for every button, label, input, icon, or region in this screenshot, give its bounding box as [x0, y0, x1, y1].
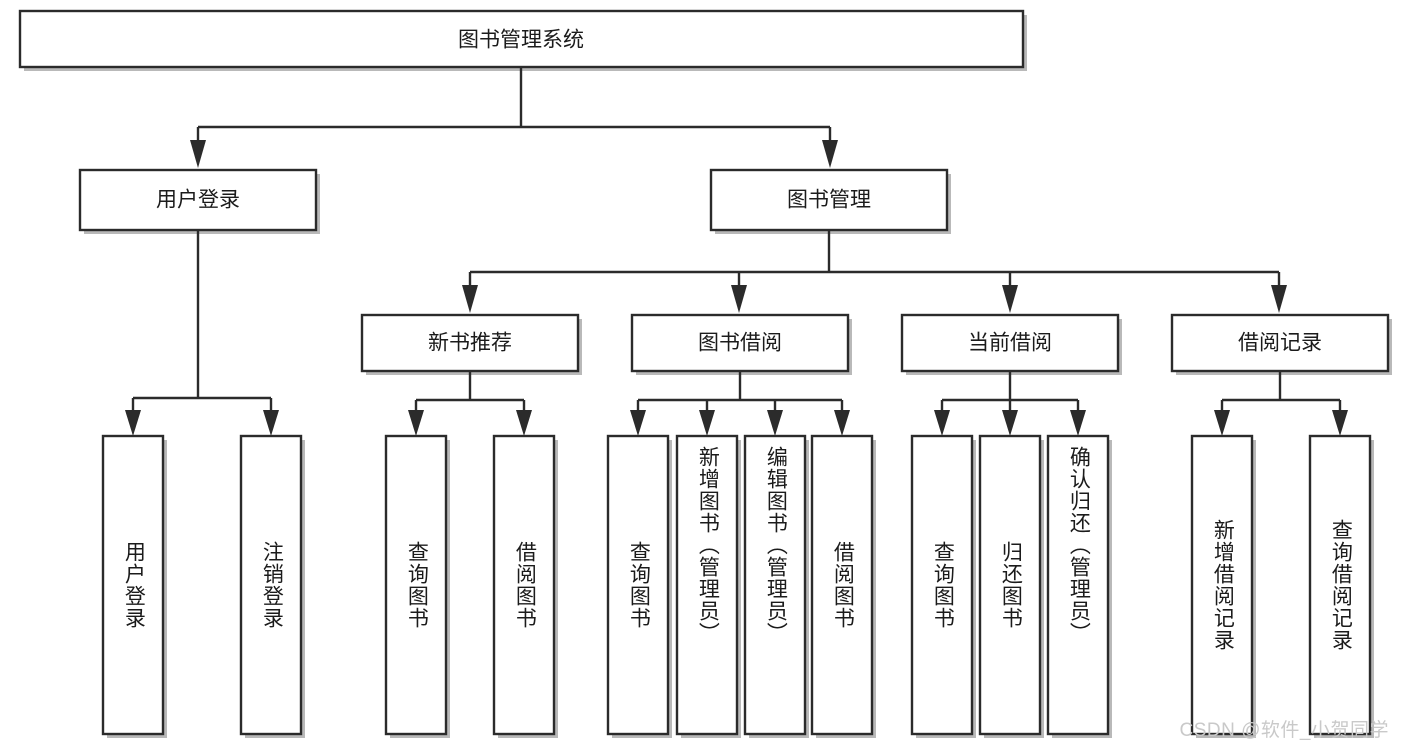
leaf-label-nb-borrow-book: 借阅图书 [513, 541, 537, 629]
leaf-node-br-add-record[interactable] [1190, 434, 1256, 738]
leaf-label-cb-query-book: 查询图书 [931, 541, 955, 629]
connector-book-borrow-to-leaves [630, 371, 850, 436]
connector-borrow-record-to-leaves [1214, 371, 1348, 436]
leaf-label-br-add-record: 新增借阅记录 [1211, 519, 1235, 651]
arrow-br-leaf-2 [1332, 410, 1348, 436]
arrow-to-new-book [462, 285, 478, 313]
current-borrow-label: 当前借阅 [968, 332, 1052, 355]
leaf-label-cb-return-book: 归还图书 [999, 541, 1023, 629]
leaf-node-bb-borrow-book[interactable] [810, 434, 876, 738]
connector-current-borrow-to-leaves [934, 371, 1086, 436]
leaf-node-bb-add-book[interactable] [675, 434, 741, 738]
connector-book-manage-to-level3 [462, 230, 1287, 313]
book-borrow-rect [630, 313, 850, 373]
current-borrow-rect [900, 313, 1120, 373]
node-user-login[interactable]: 用户登录 [78, 168, 320, 234]
book-manage-rect [709, 168, 949, 232]
arrow-nb-leaf-1 [408, 410, 424, 436]
node-root[interactable]: 图书管理系统 [18, 9, 1027, 71]
leaf-node-nb-query-book[interactable] [384, 434, 450, 738]
book-borrow-label: 图书借阅 [698, 332, 782, 355]
root-label: 图书管理系统 [458, 29, 584, 52]
leaf-node-br-query-record[interactable] [1308, 434, 1374, 738]
arrow-to-leaf-user-login [125, 410, 141, 436]
connector-user-login-to-leaves [125, 230, 279, 436]
leaf-label-bb-edit-book: 编辑图书（管理员） [764, 446, 788, 644]
node-new-book-recommend[interactable]: 新书推荐 [360, 313, 582, 375]
leaf-node-nb-borrow-book[interactable] [492, 434, 558, 738]
leaf-label-cb-confirm-return: 确认归还（管理员） [1067, 446, 1091, 644]
arrow-bb-leaf-2 [699, 410, 715, 436]
arrow-cb-leaf-3 [1070, 410, 1086, 436]
leaf-node-bb-query-book[interactable] [606, 434, 672, 738]
arrow-to-borrow-record [1271, 285, 1287, 313]
arrow-nb-leaf-2 [516, 410, 532, 436]
leaf-label-bb-add-book: 新增图书（管理员） [696, 446, 720, 644]
node-borrow-record[interactable]: 借阅记录 [1170, 313, 1392, 375]
arrow-bb-leaf-1 [630, 410, 646, 436]
leaf-node-user-login-action[interactable] [101, 434, 167, 738]
leaf-label-bb-query-book: 查询图书 [627, 541, 651, 629]
arrow-cb-leaf-1 [934, 410, 950, 436]
arrow-bb-leaf-3 [767, 410, 783, 436]
new-book-label: 新书推荐 [428, 332, 512, 355]
arrow-cb-leaf-2 [1002, 410, 1018, 436]
arrow-to-user-login [190, 140, 206, 168]
node-book-manage[interactable]: 图书管理 [709, 168, 951, 234]
user-login-rect [78, 168, 318, 232]
arrow-to-book-borrow [731, 285, 747, 313]
leaf-label-logout: 注销登录 [260, 541, 284, 629]
leaf-node-cb-return-book[interactable] [978, 434, 1044, 738]
user-login-label: 用户登录 [156, 189, 240, 212]
leaf-node-cb-confirm-return[interactable] [1046, 434, 1112, 738]
node-current-borrow[interactable]: 当前借阅 [900, 313, 1122, 375]
arrow-to-book-manage [822, 140, 838, 168]
leaf-label-nb-query-book: 查询图书 [405, 541, 429, 629]
leaf-label-br-query-record: 查询借阅记录 [1329, 519, 1353, 651]
arrow-to-current-borrow [1002, 285, 1018, 313]
leaf-node-cb-query-book[interactable] [910, 434, 976, 738]
leaf-label-user-login-action: 用户登录 [122, 541, 146, 629]
node-book-borrow[interactable]: 图书借阅 [630, 313, 852, 375]
root-rect [18, 9, 1025, 69]
leaf-label-bb-borrow-book: 借阅图书 [831, 541, 855, 629]
connector-root-to-level2 [190, 67, 838, 168]
borrow-record-rect [1170, 313, 1390, 373]
arrow-to-leaf-logout [263, 410, 279, 436]
connector-new-book-to-leaves [408, 371, 532, 436]
arrow-br-leaf-1 [1214, 410, 1230, 436]
borrow-record-label: 借阅记录 [1238, 332, 1322, 355]
leaf-node-bb-edit-book[interactable] [743, 434, 809, 738]
leaf-node-logout[interactable] [239, 434, 305, 738]
book-manage-label: 图书管理 [787, 189, 871, 212]
arrow-bb-leaf-4 [834, 410, 850, 436]
